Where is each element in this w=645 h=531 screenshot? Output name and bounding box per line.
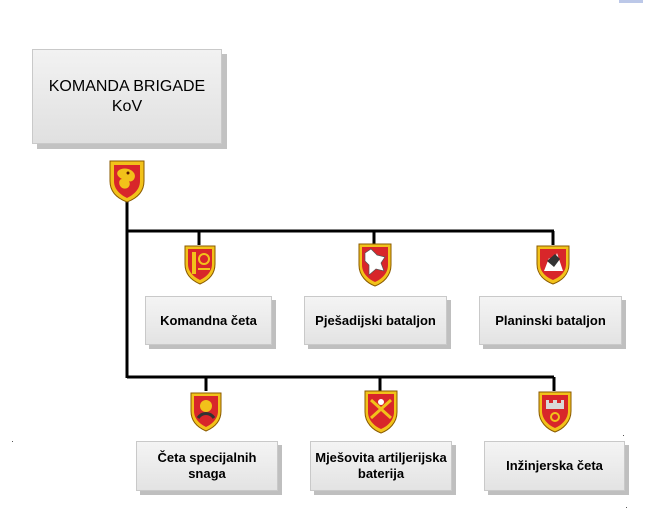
unit-box-pjesadijski-bataljon: Pješadijski bataljon (304, 296, 447, 345)
infantry-wolf-crest-icon (358, 243, 392, 287)
unit-box-inzinjerska-ceta: Inžinjerska četa (484, 441, 625, 491)
stray-dot (623, 435, 624, 436)
artillery-cannons-crest-icon (364, 390, 398, 434)
unit-box-ceta-specijalnih-snaga: Četa specijalnih snaga (136, 441, 278, 491)
unit-label: Planinski bataljon (495, 312, 606, 328)
unit-label: Inžinjerska četa (506, 458, 603, 473)
stray-dot (12, 441, 13, 442)
unit-label: Mješovita artiljerijska baterija (315, 450, 447, 481)
unit-label: Četa specijalnih snaga (157, 450, 257, 481)
unit-label: Pješadijski bataljon (315, 312, 436, 328)
brigade-lion-crest-icon (109, 160, 145, 203)
corner-mark (619, 0, 643, 3)
special-forces-crest-icon (190, 392, 222, 432)
command-company-crest-icon (184, 245, 216, 285)
unit-box-planinski-bataljon: Planinski bataljon (479, 296, 622, 345)
unit-box-komandna-ceta: Komandna četa (145, 296, 272, 345)
mountain-goat-crest-icon (536, 245, 570, 285)
headquarters-title: KOMANDA BRIGADE (48, 78, 206, 95)
stray-dot (626, 507, 627, 508)
headquarters-subtitle: KoV (111, 98, 143, 115)
headquarters-box: KOMANDA BRIGADE KoV (32, 49, 222, 144)
engineer-castle-crest-icon (538, 391, 572, 433)
unit-box-mjesovita-artiljerijska-baterija: Mješovita artiljerijska baterija (310, 441, 452, 491)
unit-label: Komandna četa (160, 312, 257, 328)
